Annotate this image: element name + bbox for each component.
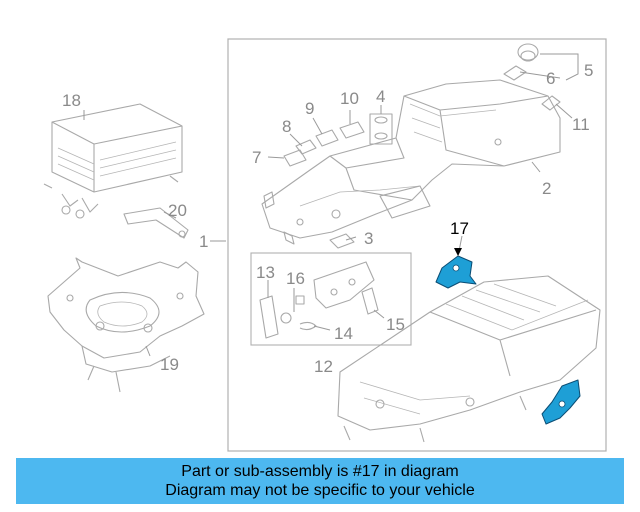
callout-2: 2 <box>542 179 551 198</box>
banner-line-part-number: Part or sub-assembly is #17 in diagram <box>181 463 459 480</box>
callout-7: 7 <box>252 148 261 167</box>
callout-4: 4 <box>376 87 385 106</box>
callout-18: 18 <box>62 91 81 110</box>
callout-5: 5 <box>584 61 593 80</box>
banner-line-disclaimer: Diagram may not be specific to your vehi… <box>165 482 475 499</box>
part-8-pad <box>295 139 317 155</box>
part-14-harness-clip <box>299 321 317 331</box>
part-11-gasket <box>541 95 561 111</box>
part-9-pad <box>315 129 339 147</box>
callout-12: 12 <box>314 357 333 376</box>
battery-tray-assembly <box>337 275 601 443</box>
part-19-carrier-frame <box>47 257 205 393</box>
part-6-seal <box>503 65 527 81</box>
part-12-junction-board <box>313 261 375 309</box>
callout-10: 10 <box>340 89 359 108</box>
callout-9: 9 <box>305 99 314 118</box>
part-13-cover <box>259 295 279 339</box>
callout-20: 20 <box>168 201 187 220</box>
arrow-17 <box>454 248 462 256</box>
callout-11: 11 <box>572 115 590 134</box>
part-10-pad <box>339 121 365 139</box>
assembly-frame <box>227 38 607 452</box>
callout-15: 15 <box>386 315 405 334</box>
callout-8: 8 <box>282 117 291 136</box>
part-5-grommet <box>517 43 539 62</box>
callout-19: 19 <box>160 355 179 374</box>
part-17-bracket-highlighted <box>435 255 581 425</box>
subassembly-12-frame <box>250 252 412 346</box>
callout-3: 3 <box>364 229 373 248</box>
part-2-upper-housing <box>261 79 561 239</box>
part-20-bracket <box>123 207 189 239</box>
part-3-clip <box>263 191 355 249</box>
callout-16: 16 <box>286 269 305 288</box>
callout-14: 14 <box>334 324 353 343</box>
part-7-pad <box>283 149 307 167</box>
part-18-charger-module <box>43 103 183 219</box>
leader-lines <box>83 53 579 357</box>
callout-17: 17 <box>450 219 469 238</box>
callout-1: 1 <box>199 232 208 251</box>
part-15-plate <box>361 287 379 315</box>
part-16-connector <box>280 295 305 324</box>
parts-diagram: 1 2 3 4 5 6 7 8 9 10 11 12 13 14 15 16 1… <box>43 38 607 452</box>
callout-6: 6 <box>546 69 555 88</box>
callout-13: 13 <box>256 263 275 282</box>
info-banner: Part or sub-assembly is #17 in diagram D… <box>16 458 624 504</box>
